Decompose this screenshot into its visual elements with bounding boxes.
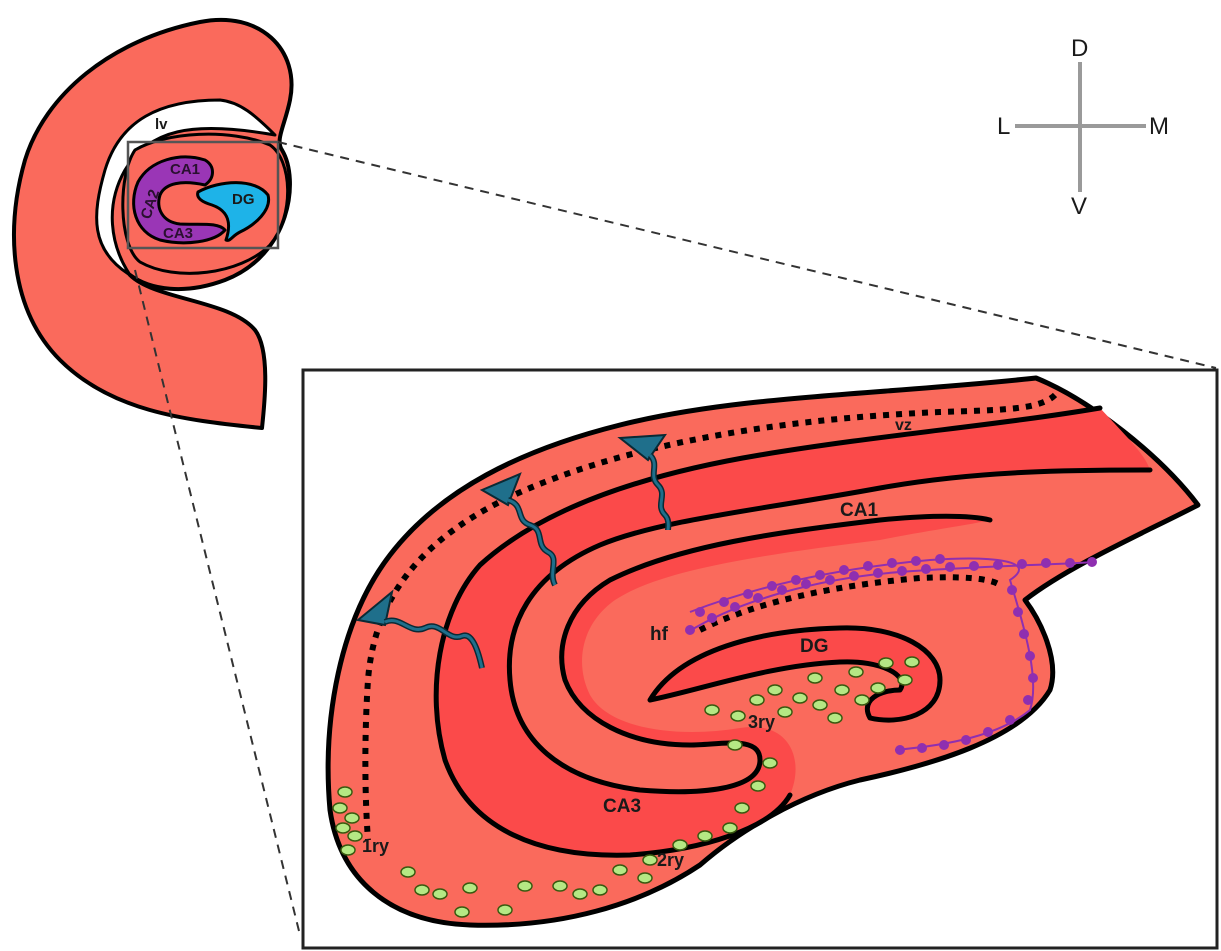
ca1-overview-label: CA1: [170, 161, 200, 178]
vz-label: vz: [895, 417, 912, 434]
compass-ventral-label: V: [1071, 193, 1087, 220]
orientation-compass: D V L M: [997, 35, 1169, 220]
compass-dorsal-label: D: [1071, 35, 1088, 62]
hf-label: hf: [650, 624, 669, 645]
compass-medial-label: M: [1149, 113, 1169, 140]
ca3-overview-label: CA3: [163, 225, 193, 242]
dg-detail-label: DG: [800, 636, 829, 657]
overview-section: lv CA1 CA2 CA3 DG: [14, 20, 291, 428]
lv-label: lv: [155, 116, 168, 133]
primary-matrix-label: 1ry: [362, 836, 389, 856]
dg-overview-label: DG: [232, 191, 255, 208]
ca1-detail-label: CA1: [840, 500, 878, 521]
detail-panel: vz CA1 CA3 DG hf 1ry 2ry 3ry: [303, 370, 1217, 948]
projection-line-top: [278, 142, 1216, 368]
compass-lateral-label: L: [997, 113, 1010, 140]
tertiary-matrix-label: 3ry: [748, 712, 775, 732]
ca3-detail-label: CA3: [603, 796, 641, 817]
neural-progenitor-icon: [338, 787, 352, 797]
cajal-retzius-cell-icon: [686, 626, 694, 634]
secondary-matrix-label: 2ry: [657, 850, 684, 870]
